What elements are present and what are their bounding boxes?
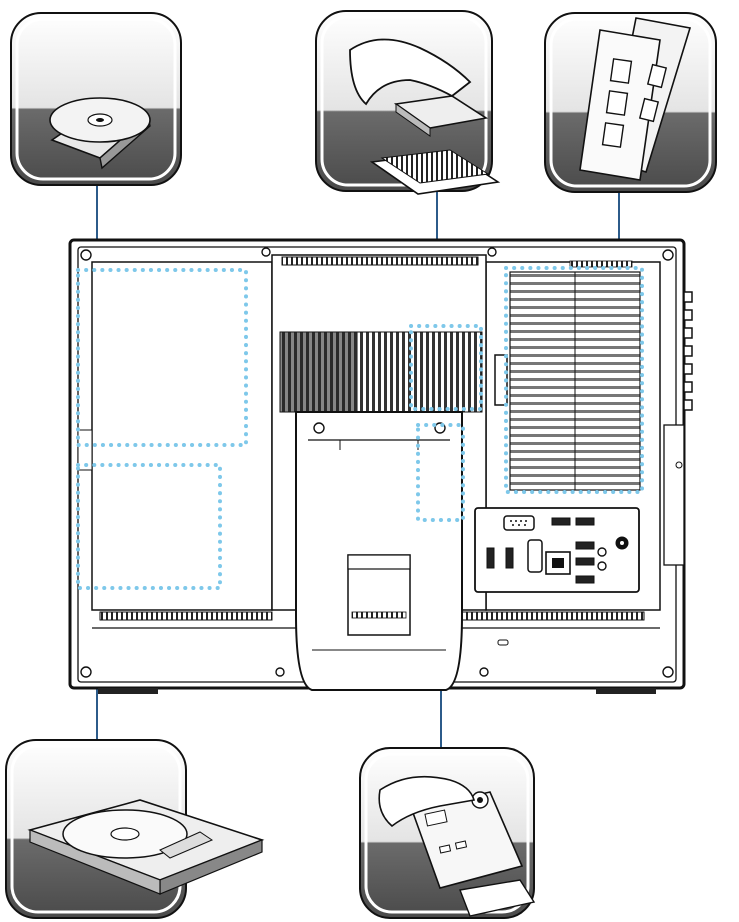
usb-port [551, 517, 571, 526]
usb-port [575, 517, 595, 526]
callout-cpu [315, 10, 501, 195]
callout-optical-drive [10, 12, 182, 186]
wireless-card-location [416, 423, 465, 522]
optical-drive-icon [49, 97, 151, 170]
cpu-socket-icon [349, 38, 501, 195]
memory-module-icon [579, 17, 692, 181]
callout-memory [544, 12, 717, 193]
callout-wireless-card [359, 747, 536, 919]
audio-jack [597, 561, 607, 571]
monitor-stand [295, 411, 463, 691]
callout-hard-drive [5, 739, 265, 919]
audio-jack [597, 547, 607, 557]
rear-io-panel [474, 507, 640, 593]
serial-port [527, 539, 543, 573]
usb-port [505, 547, 514, 569]
usb-port [486, 547, 495, 569]
component-location-markers [76, 266, 644, 590]
vga-port [503, 515, 535, 531]
hard-drive-icon [27, 799, 265, 895]
mini-pcie-card-icon [378, 775, 536, 917]
usb-port [575, 541, 595, 550]
usb-port [575, 557, 595, 566]
hard-drive-location [76, 463, 222, 590]
cpu-location [409, 324, 483, 411]
memory-location [504, 266, 644, 494]
usb-port [575, 575, 595, 584]
optical-drive-location [76, 268, 248, 447]
